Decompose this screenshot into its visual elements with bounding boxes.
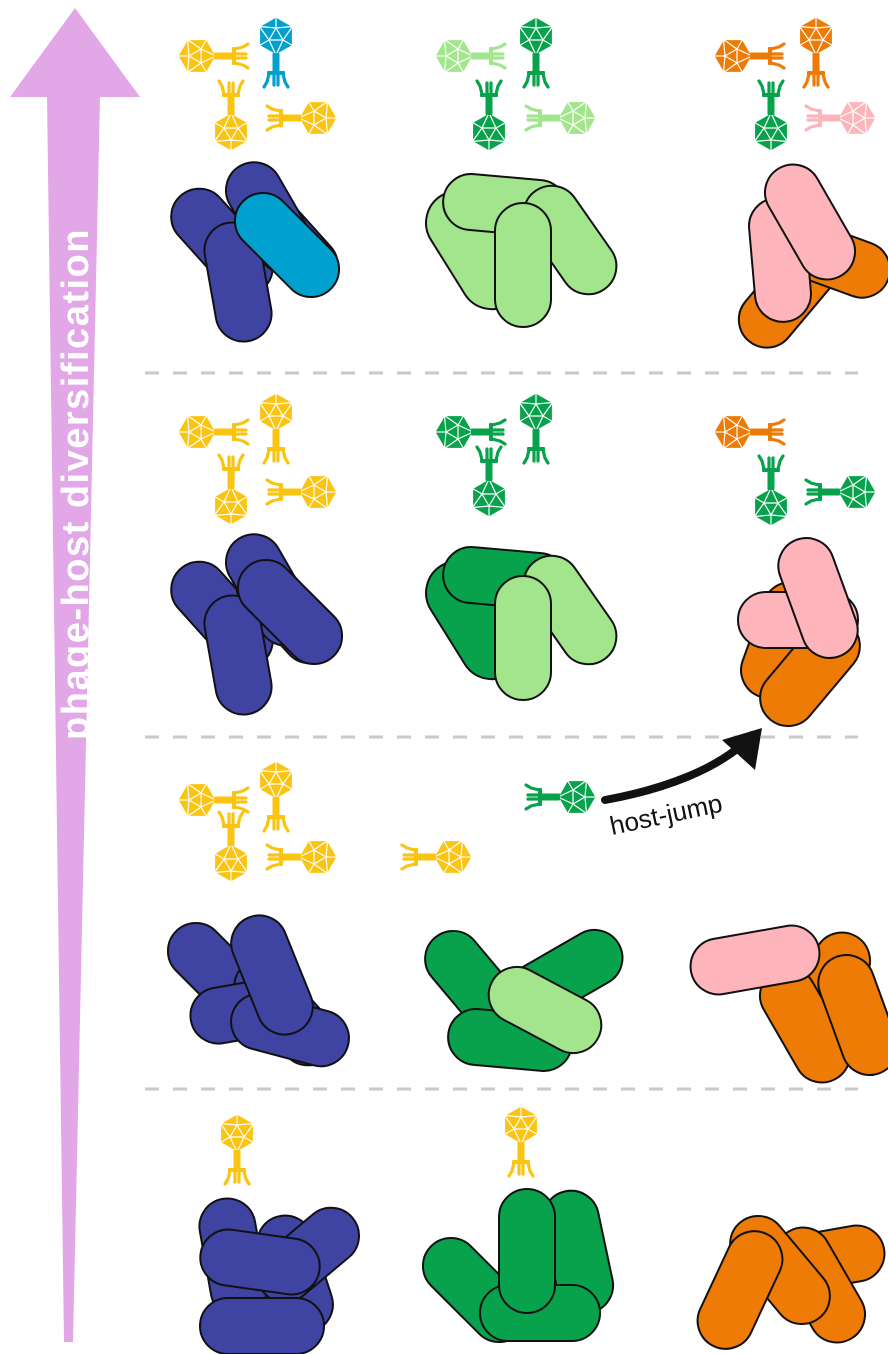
- phage-icon: [714, 40, 784, 73]
- phage-icon: [714, 416, 784, 449]
- host-colony-green: [414, 545, 627, 700]
- phage-icon: [755, 81, 788, 151]
- axis-label: phage-host diversification: [55, 228, 97, 740]
- host-colony-navy: [195, 1194, 370, 1354]
- phage-icon: [806, 476, 876, 509]
- host-colony-orange: [727, 154, 888, 359]
- phage-icon: [473, 447, 506, 517]
- host-colony-orange: [688, 1205, 888, 1354]
- phage-icon: [526, 781, 596, 814]
- phage-icon: [505, 1106, 538, 1176]
- phage-icon: [267, 476, 337, 509]
- phage-cluster-green: [435, 17, 596, 151]
- phage-icon: [215, 455, 248, 525]
- phage-icon: [267, 102, 337, 135]
- host-colony-navy: [160, 524, 354, 719]
- stage-4-top: [160, 17, 888, 359]
- phage-icon: [260, 761, 293, 831]
- host-colony-navy: [160, 152, 351, 346]
- host-colony-orange: [733, 530, 871, 737]
- phage-icon: [260, 17, 293, 87]
- phage-icon: [221, 1114, 254, 1184]
- phage-icon: [800, 17, 833, 87]
- host-colony-navy: [156, 907, 355, 1077]
- host-colony-orange: [686, 921, 888, 1093]
- phage-icon: [267, 841, 337, 874]
- phage-icon: [178, 40, 248, 73]
- phage-icon: [806, 102, 876, 135]
- phage-icon: [402, 841, 472, 874]
- phage-cluster-yellow: [178, 761, 337, 882]
- phage-cluster-green: [435, 393, 553, 517]
- phage-icon: [178, 416, 248, 449]
- host-colony-green: [414, 920, 633, 1074]
- phage-cluster-yellow-blue: [178, 17, 337, 151]
- phage-cluster-mixed: [714, 416, 876, 527]
- phage-icon: [520, 17, 553, 87]
- host-colony-dark-green: [411, 1186, 618, 1354]
- phage-icon: [178, 784, 248, 817]
- stage-2: [156, 761, 888, 1093]
- phage-cluster-orange-pink: [714, 17, 876, 151]
- host-colony-light-green: [414, 172, 627, 327]
- host-jump-arrow: host-jump: [605, 728, 762, 841]
- phage-icon: [473, 81, 506, 151]
- phage-icon: [215, 81, 248, 151]
- phage-icon: [260, 393, 293, 463]
- stage-3: [160, 393, 876, 737]
- phage-cluster-yellow: [178, 393, 337, 525]
- phage-icon: [755, 456, 788, 526]
- phage-icon: [520, 393, 553, 463]
- phage-icon: [435, 416, 505, 449]
- phage-icon: [526, 102, 596, 135]
- diversification-arrow: phage-host diversification: [10, 8, 140, 1342]
- phage-icon: [435, 40, 505, 73]
- stage-1-bottom: [195, 1106, 888, 1354]
- phage-icon: [215, 812, 248, 882]
